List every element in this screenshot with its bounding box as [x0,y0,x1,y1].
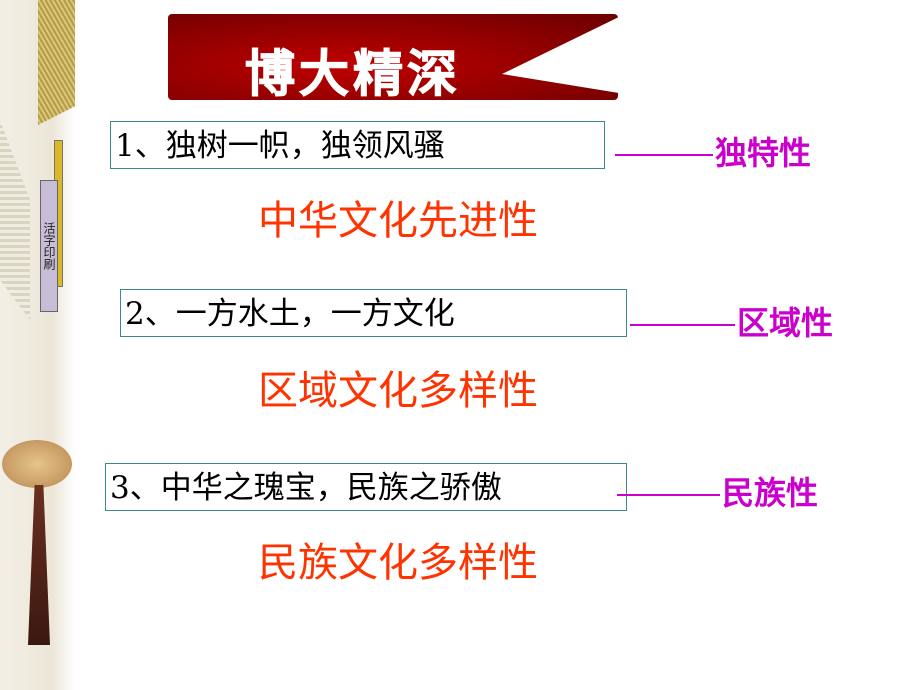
stand-image [28,485,50,645]
item-3-heading: 3、中华之瑰宝，民族之骄傲 [105,463,627,511]
item-2-heading: 2、一方水土，一方文化 [120,289,627,337]
side-decoration: 活字印刷 [0,0,75,690]
item-2-label: 区域性 [630,298,833,344]
item-1-label-text: 独特性 [715,134,812,172]
item-2-conclusion: 区域文化多样性 [258,368,538,414]
item-3-label: 民族性 [617,468,818,514]
page-title: 博大精深 [245,45,461,104]
item-1-heading: 1、独树一帜，独领风骚 [110,121,605,169]
item-3-label-text: 民族性 [722,474,819,512]
seal-label: 活字印刷 [40,180,58,312]
straw-image [38,0,75,125]
book-image [0,120,30,320]
item-1-label: 独特性 [615,128,811,174]
item-3-conclusion: 民族文化多样性 [258,540,538,586]
item-1-conclusion: 中华文化先进性 [258,198,538,244]
item-2-label-text: 区域性 [737,304,834,342]
type-wheel-image [2,440,72,488]
